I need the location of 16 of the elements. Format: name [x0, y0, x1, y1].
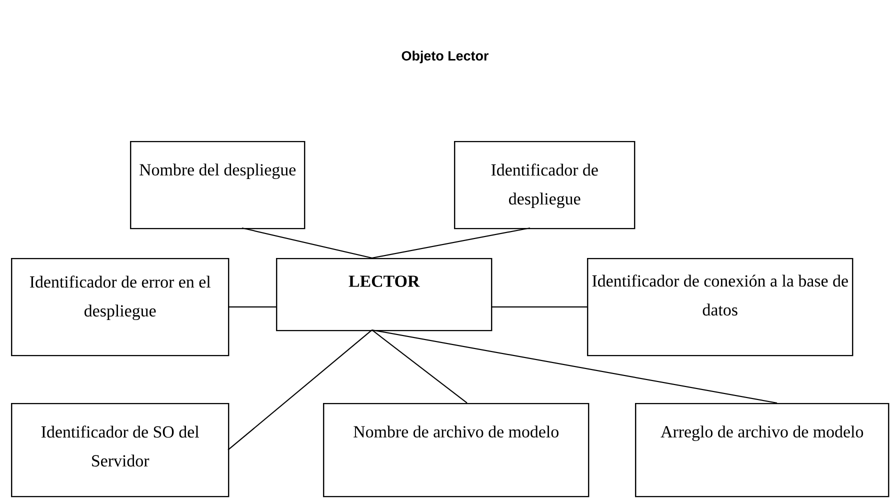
attribute-box: Identificador de conexión a la base de datos: [587, 258, 854, 356]
connector-line: [372, 330, 468, 404]
title: Objeto Lector: [402, 50, 489, 64]
attribute-box: Nombre de archivo de modelo: [323, 402, 590, 498]
connector-line: [228, 306, 276, 308]
connector-line: [242, 227, 372, 259]
attribute-box: Identificador de SO del Servidor: [11, 402, 230, 498]
connector-line: [372, 227, 530, 259]
attribute-box: Identificador de error en el despliegue: [11, 258, 230, 356]
connector-line: [372, 329, 778, 404]
attribute-box: Arreglo de archivo de modelo: [635, 402, 890, 498]
attribute-box: Nombre del despliegue: [130, 140, 306, 230]
connector-line: [228, 330, 372, 450]
center-box: LECTOR: [276, 258, 492, 332]
attribute-box: Identificador de despliegue: [454, 140, 636, 230]
connector-line: [491, 306, 587, 308]
